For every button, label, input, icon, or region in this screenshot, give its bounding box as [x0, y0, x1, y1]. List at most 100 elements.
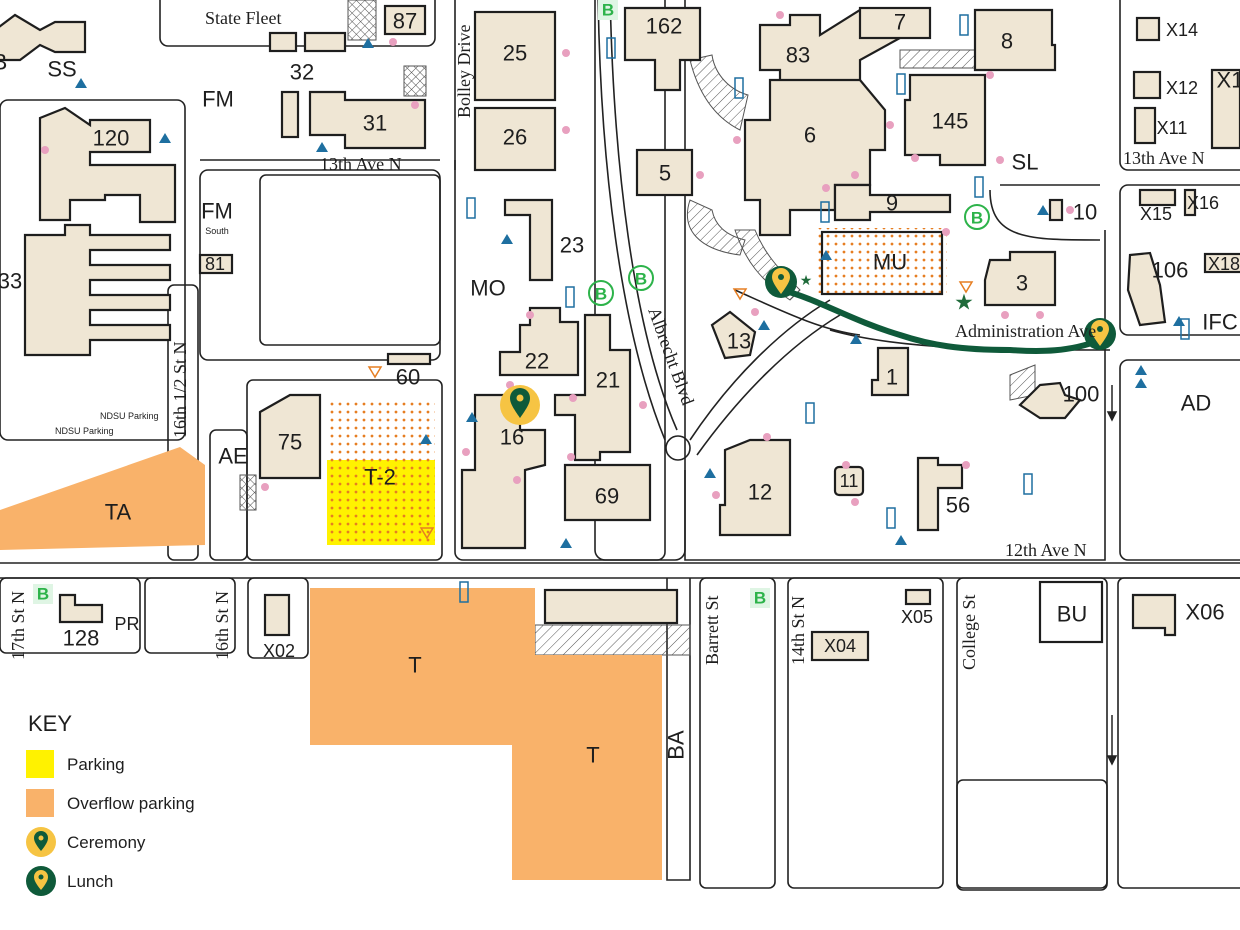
street-college: College St — [959, 595, 979, 671]
street-grid — [0, 0, 1240, 891]
bus-stop-circle: B — [964, 204, 990, 230]
label-BA: BA — [664, 730, 689, 760]
label-10: 10 — [1073, 200, 1097, 225]
building-X18 — [1203, 252, 1240, 274]
label-TA: TA — [105, 500, 132, 525]
building-22 — [498, 306, 580, 377]
street-bolley: Bolley Drive — [454, 25, 474, 118]
street-state-fleet: State Fleet — [205, 8, 281, 28]
building-145 — [903, 73, 987, 167]
emergency-phone-icons — [459, 14, 1190, 603]
svg-text:B: B — [971, 209, 983, 228]
label-X16: X16 — [1187, 193, 1219, 213]
ndsu-parking-2: NDSU Parking — [55, 426, 114, 436]
label-69: 69 — [595, 484, 619, 509]
building-labels: 87 162 7 8 83 25 26 6 145 5 9 31 120 23 … — [0, 9, 1240, 662]
label-AD: AD — [1181, 391, 1212, 416]
building-state-fleet-2 — [303, 31, 347, 53]
ceremony-marker[interactable] — [500, 385, 540, 425]
svg-text:B: B — [595, 285, 607, 304]
building-12 — [718, 438, 792, 537]
label-3: 3 — [1016, 271, 1028, 296]
lunch-marker-end[interactable] — [1084, 318, 1116, 350]
building-10 — [1048, 198, 1064, 222]
label-1: 1 — [886, 365, 898, 390]
svg-text:B: B — [602, 1, 614, 20]
label-31: 31 — [363, 111, 387, 136]
building-state-fleet-1 — [268, 31, 298, 53]
label-83: 83 — [786, 43, 810, 68]
building-128 — [58, 593, 104, 624]
label-56: 56 — [946, 493, 970, 518]
building-81 — [198, 253, 234, 275]
label-16: 16 — [500, 425, 524, 450]
label-X06: X06 — [1185, 600, 1224, 625]
building-X02 — [263, 593, 291, 637]
street-12th-ave: 12th Ave N — [1005, 540, 1087, 560]
label-X05: X05 — [901, 607, 933, 627]
area-labels: SS FM FM South MO SL AE AD IFC BU PR BA … — [0, 50, 1240, 768]
label-BU: BU — [1057, 602, 1088, 627]
building-7 — [858, 6, 932, 40]
building-9 — [833, 183, 952, 222]
label-X11: X11 — [1157, 118, 1188, 138]
label-162: 162 — [646, 14, 683, 39]
accessible-parking-icons — [75, 38, 1185, 548]
entrance-dots — [41, 11, 1074, 506]
building-X15 — [1138, 188, 1177, 207]
bus-stops: B B B B B B — [33, 0, 990, 608]
key-label-parking: Parking — [67, 755, 125, 774]
bus-stop-circle: B — [628, 265, 654, 291]
label-32: 32 — [290, 60, 314, 85]
building-X05 — [904, 588, 932, 606]
buildings — [0, 4, 1240, 662]
label-AE: AE — [218, 444, 247, 469]
building-MU — [820, 230, 944, 296]
label-T2: T-2 — [364, 465, 396, 490]
street-administration: Administration Ave — [955, 321, 1096, 341]
building-5 — [635, 148, 694, 197]
label-8: 8 — [1001, 29, 1013, 54]
svg-text:B: B — [635, 270, 647, 289]
label-SL: SL — [1012, 150, 1039, 175]
misc-symbols: ★ ★ — [367, 272, 974, 540]
street-14th: 14th St N — [788, 596, 808, 665]
label-5: 5 — [659, 161, 671, 186]
building-13 — [710, 310, 757, 360]
label-6: 6 — [804, 123, 816, 148]
street-barrett: Barrett St — [702, 596, 722, 666]
ndsu-parking-1: NDSU Parking — [100, 411, 159, 421]
bus-stop-square: B — [33, 584, 53, 604]
label-PR: PR — [114, 614, 139, 634]
label-145: 145 — [932, 109, 969, 134]
label-81: 81 — [205, 254, 225, 274]
building-60 — [386, 352, 432, 366]
building-1 — [870, 346, 910, 397]
street-17th: 17th St N — [8, 591, 28, 660]
key-label-lunch: Lunch — [67, 872, 113, 891]
label-75: 75 — [278, 430, 302, 455]
building-X12 — [1132, 70, 1162, 100]
label-IFC: IFC — [1202, 310, 1238, 335]
building-26 — [473, 106, 557, 172]
building-56 — [916, 456, 964, 532]
building-3 — [983, 250, 1057, 307]
label-X18: X18 — [1208, 254, 1240, 274]
building-SS — [0, 13, 87, 62]
key-swatch-parking — [26, 750, 54, 778]
building-32 — [280, 90, 300, 139]
map-key: KEY Parking Overflow parking Ceremony Lu… — [26, 711, 195, 896]
building-X1 — [1210, 68, 1240, 150]
hatched-areas — [239, 0, 1036, 656]
label-11: 11 — [840, 471, 859, 491]
key-ceremony-icon — [26, 827, 56, 857]
building-75 — [258, 393, 322, 480]
lunch-marker-start[interactable] — [765, 266, 797, 298]
key-title: KEY — [28, 711, 72, 736]
label-FM: FM — [202, 87, 234, 112]
one-way-arrows — [1106, 385, 1118, 766]
label-T-north: T — [408, 653, 421, 678]
key-lunch-icon — [26, 866, 56, 896]
label-T-south: T — [586, 743, 599, 768]
